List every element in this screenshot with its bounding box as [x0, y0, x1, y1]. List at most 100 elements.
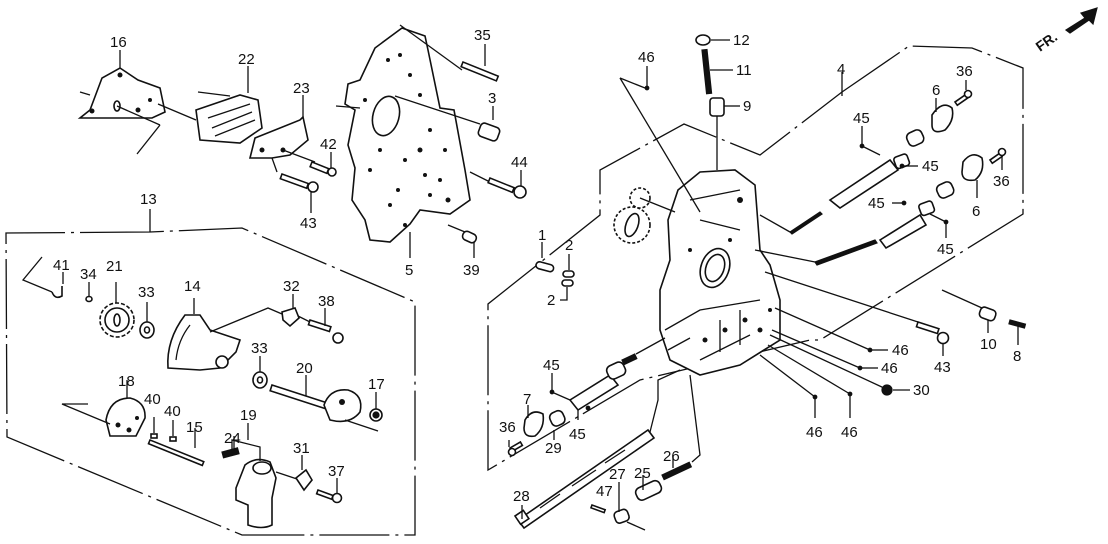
- part-39-dowel: [461, 230, 478, 258]
- callout-40-right: 40: [164, 403, 181, 420]
- callout-33-upper: 33: [138, 284, 155, 301]
- arrow-up-right-icon: [1064, 7, 1098, 34]
- callout-45-c: 45: [868, 195, 885, 212]
- part-34-ball: [85, 282, 93, 303]
- callout-16: 16: [110, 34, 127, 51]
- part-20-shaft: [269, 375, 379, 432]
- callout-6-upper: 6: [932, 82, 940, 99]
- part-12-cap: [695, 34, 730, 46]
- callout-41: 41: [53, 257, 70, 274]
- callout-2-upper: 2: [565, 237, 573, 254]
- part-43-bolt-right: [764, 271, 950, 356]
- callout-40-left: 40: [144, 391, 161, 408]
- callout-10: 10: [980, 336, 997, 353]
- part-25-valve: [634, 475, 663, 501]
- part-37-bolt: [315, 478, 343, 504]
- callout-46-c: 46: [806, 424, 823, 441]
- callout-1: 1: [538, 227, 546, 244]
- part-35-pin: [460, 44, 500, 82]
- part-29-sleeve: [548, 409, 566, 440]
- part-22-body: [195, 66, 263, 144]
- callout-45-f: 45: [569, 426, 586, 443]
- callout-19: 19: [240, 407, 257, 424]
- callout-33-lower: 33: [251, 340, 268, 357]
- callout-35: 35: [474, 27, 491, 44]
- callout-14: 14: [184, 278, 201, 295]
- callout-31: 31: [293, 440, 310, 457]
- part-30-plug: [769, 334, 910, 396]
- main-valve-body: [659, 169, 781, 376]
- part-28-manual-valve: [513, 369, 681, 530]
- part-upper-valve-spool: [759, 153, 911, 235]
- callout-20: 20: [296, 360, 313, 377]
- callout-26: 26: [663, 448, 680, 465]
- callout-6-lower: 6: [972, 203, 980, 220]
- callout-29: 29: [545, 440, 562, 457]
- part-26-spring: [661, 374, 701, 481]
- part-19-body: [231, 423, 301, 529]
- callout-24: 24: [224, 430, 241, 447]
- callout-32: 32: [283, 278, 300, 295]
- callout-46-d: 46: [841, 424, 858, 441]
- callout-25: 25: [634, 465, 651, 482]
- part-31-stopper: [294, 455, 313, 492]
- callout-21: 21: [106, 258, 123, 275]
- callout-23: 23: [293, 80, 310, 97]
- part-10-collar: [941, 289, 997, 333]
- part-27-sleeve: [613, 482, 646, 531]
- callout-28: 28: [513, 488, 530, 505]
- callout-18: 18: [118, 373, 135, 390]
- part-lower-valve-spool: [754, 200, 936, 266]
- callout-7: 7: [523, 391, 531, 408]
- callout-13: 13: [140, 191, 157, 208]
- part-16-plate: [77, 50, 197, 155]
- part-47-pin: [589, 503, 607, 514]
- part-33-washer-lower: [252, 356, 268, 389]
- part-45-pins-right: [859, 126, 949, 238]
- part-18-plate: [61, 380, 146, 437]
- front-direction-label: FR.: [1033, 28, 1061, 54]
- part-15-shaft: [147, 428, 205, 467]
- callout-5: 5: [405, 262, 413, 279]
- callout-15: 15: [186, 419, 203, 436]
- callout-43: 43: [300, 215, 317, 232]
- callout-45-a: 45: [853, 110, 870, 127]
- part-2-roller: [560, 254, 575, 301]
- part-17-nut: [369, 392, 383, 422]
- part-5-separator-plate: [335, 24, 491, 258]
- part-33-washer-upper: [139, 302, 155, 339]
- part-43-bolt: [279, 172, 319, 213]
- part-1-clip: [535, 242, 555, 273]
- callout-46-a: 46: [892, 342, 909, 359]
- callout-43-right: 43: [934, 359, 951, 376]
- part-23-bracket: [248, 95, 316, 173]
- callout-12: 12: [733, 32, 750, 49]
- callout-45-e: 45: [543, 357, 560, 374]
- callout-36-bottom: 36: [499, 419, 516, 436]
- part-40-pins: [150, 417, 177, 442]
- part-11-spring: [701, 48, 733, 95]
- callout-34: 34: [80, 266, 97, 283]
- callout-46-top: 46: [638, 49, 655, 66]
- part-7-cover: [523, 405, 545, 438]
- part-lower-left-valve: [549, 337, 666, 420]
- callout-47: 47: [596, 483, 613, 500]
- callout-38: 38: [318, 293, 335, 310]
- part-gears: [613, 187, 676, 244]
- callout-8: 8: [1013, 348, 1021, 365]
- part-8-spring: [1008, 319, 1027, 345]
- callout-46-b: 46: [881, 360, 898, 377]
- part-38-bolt: [297, 308, 344, 344]
- callout-4: 4: [837, 61, 845, 78]
- group-box-13: [5, 209, 416, 536]
- callout-11: 11: [736, 62, 752, 79]
- part-sleeves-right: [905, 129, 955, 199]
- callout-37: 37: [328, 463, 345, 480]
- callout-45-b: 45: [922, 158, 939, 175]
- part-41-clip: [21, 256, 64, 299]
- callout-30: 30: [913, 382, 930, 399]
- callout-27: 27: [609, 466, 626, 483]
- part-46-balls-right: [759, 307, 888, 418]
